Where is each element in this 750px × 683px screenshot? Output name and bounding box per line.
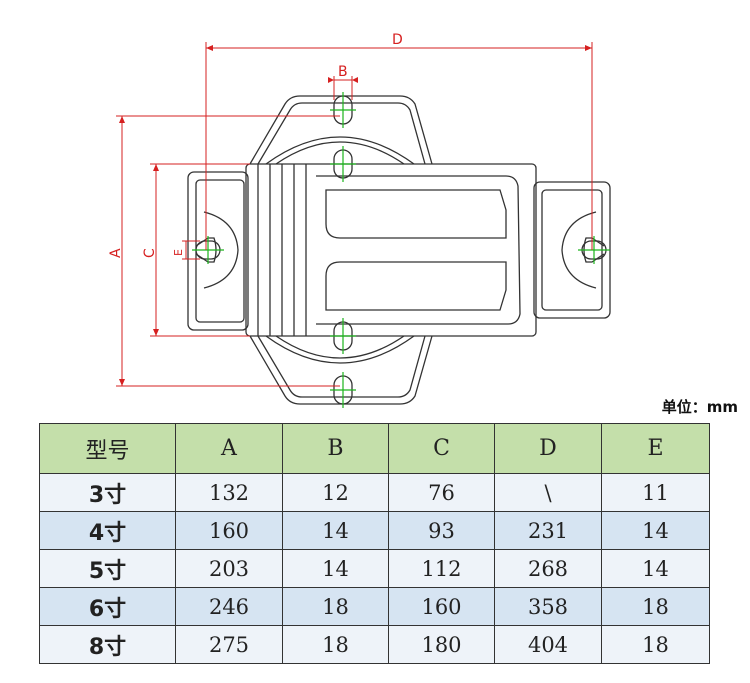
caster-dimension-drawing: D B A C E <box>108 32 611 408</box>
cell-e: 18 <box>601 587 710 626</box>
table-row: 4寸 160 14 93 231 14 <box>39 511 710 550</box>
cell-d: 231 <box>494 511 602 550</box>
cell-e: 11 <box>601 473 710 512</box>
central-body <box>245 163 537 337</box>
cell-c: 180 <box>388 625 495 664</box>
cell-b: 18 <box>282 625 389 664</box>
cell-c: 112 <box>388 549 495 588</box>
dimension-label-e: E <box>172 249 185 256</box>
header-e: E <box>601 423 710 474</box>
table-row: 3寸 132 12 76 \ 11 <box>39 473 710 512</box>
table-row: 8寸 275 18 180 404 18 <box>39 625 710 664</box>
cell-d: 404 <box>494 625 602 664</box>
cell-d: 268 <box>494 549 602 588</box>
cell-e: 14 <box>601 511 710 550</box>
table-row: 6寸 246 18 160 358 18 <box>39 587 710 626</box>
table-header-row: 型号 A B C D E <box>39 423 710 474</box>
table-row: 5寸 203 14 112 268 14 <box>39 549 710 588</box>
header-b: B <box>282 423 389 474</box>
header-d: D <box>494 423 602 474</box>
cell-model: 4寸 <box>39 511 176 550</box>
header-a: A <box>175 423 283 474</box>
cell-e: 14 <box>601 549 710 588</box>
header-c: C <box>388 423 495 474</box>
top-plate-outline <box>249 95 433 165</box>
cell-b: 18 <box>282 587 389 626</box>
dimension-label-a: A <box>108 248 124 258</box>
unit-label: 单位：mm <box>661 398 738 416</box>
cell-d: \ <box>494 473 602 512</box>
cell-b: 14 <box>282 511 389 550</box>
cell-a: 246 <box>175 587 283 626</box>
left-end-block <box>187 171 249 331</box>
dimension-label-c: C <box>142 248 158 258</box>
cell-c: 160 <box>388 587 495 626</box>
cell-e: 18 <box>601 625 710 664</box>
cell-model: 5寸 <box>39 549 176 588</box>
cell-a: 275 <box>175 625 283 664</box>
cell-c: 76 <box>388 473 495 512</box>
cell-model: 6寸 <box>39 587 176 626</box>
cell-model: 8寸 <box>39 625 176 664</box>
spec-table: 型号 A B C D E 3寸 132 12 76 \ 11 4寸 160 14… <box>39 423 710 664</box>
cell-model: 3寸 <box>39 473 176 512</box>
cell-d: 358 <box>494 587 602 626</box>
bottom-plate-outline <box>249 335 433 405</box>
cell-a: 160 <box>175 511 283 550</box>
cell-a: 203 <box>175 549 283 588</box>
cell-a: 132 <box>175 473 283 512</box>
header-model: 型号 <box>39 423 176 474</box>
cell-b: 12 <box>282 473 389 512</box>
cell-c: 93 <box>388 511 495 550</box>
dimension-label-d: D <box>392 32 403 48</box>
dimension-label-b: B <box>338 64 348 80</box>
cell-b: 14 <box>282 549 389 588</box>
